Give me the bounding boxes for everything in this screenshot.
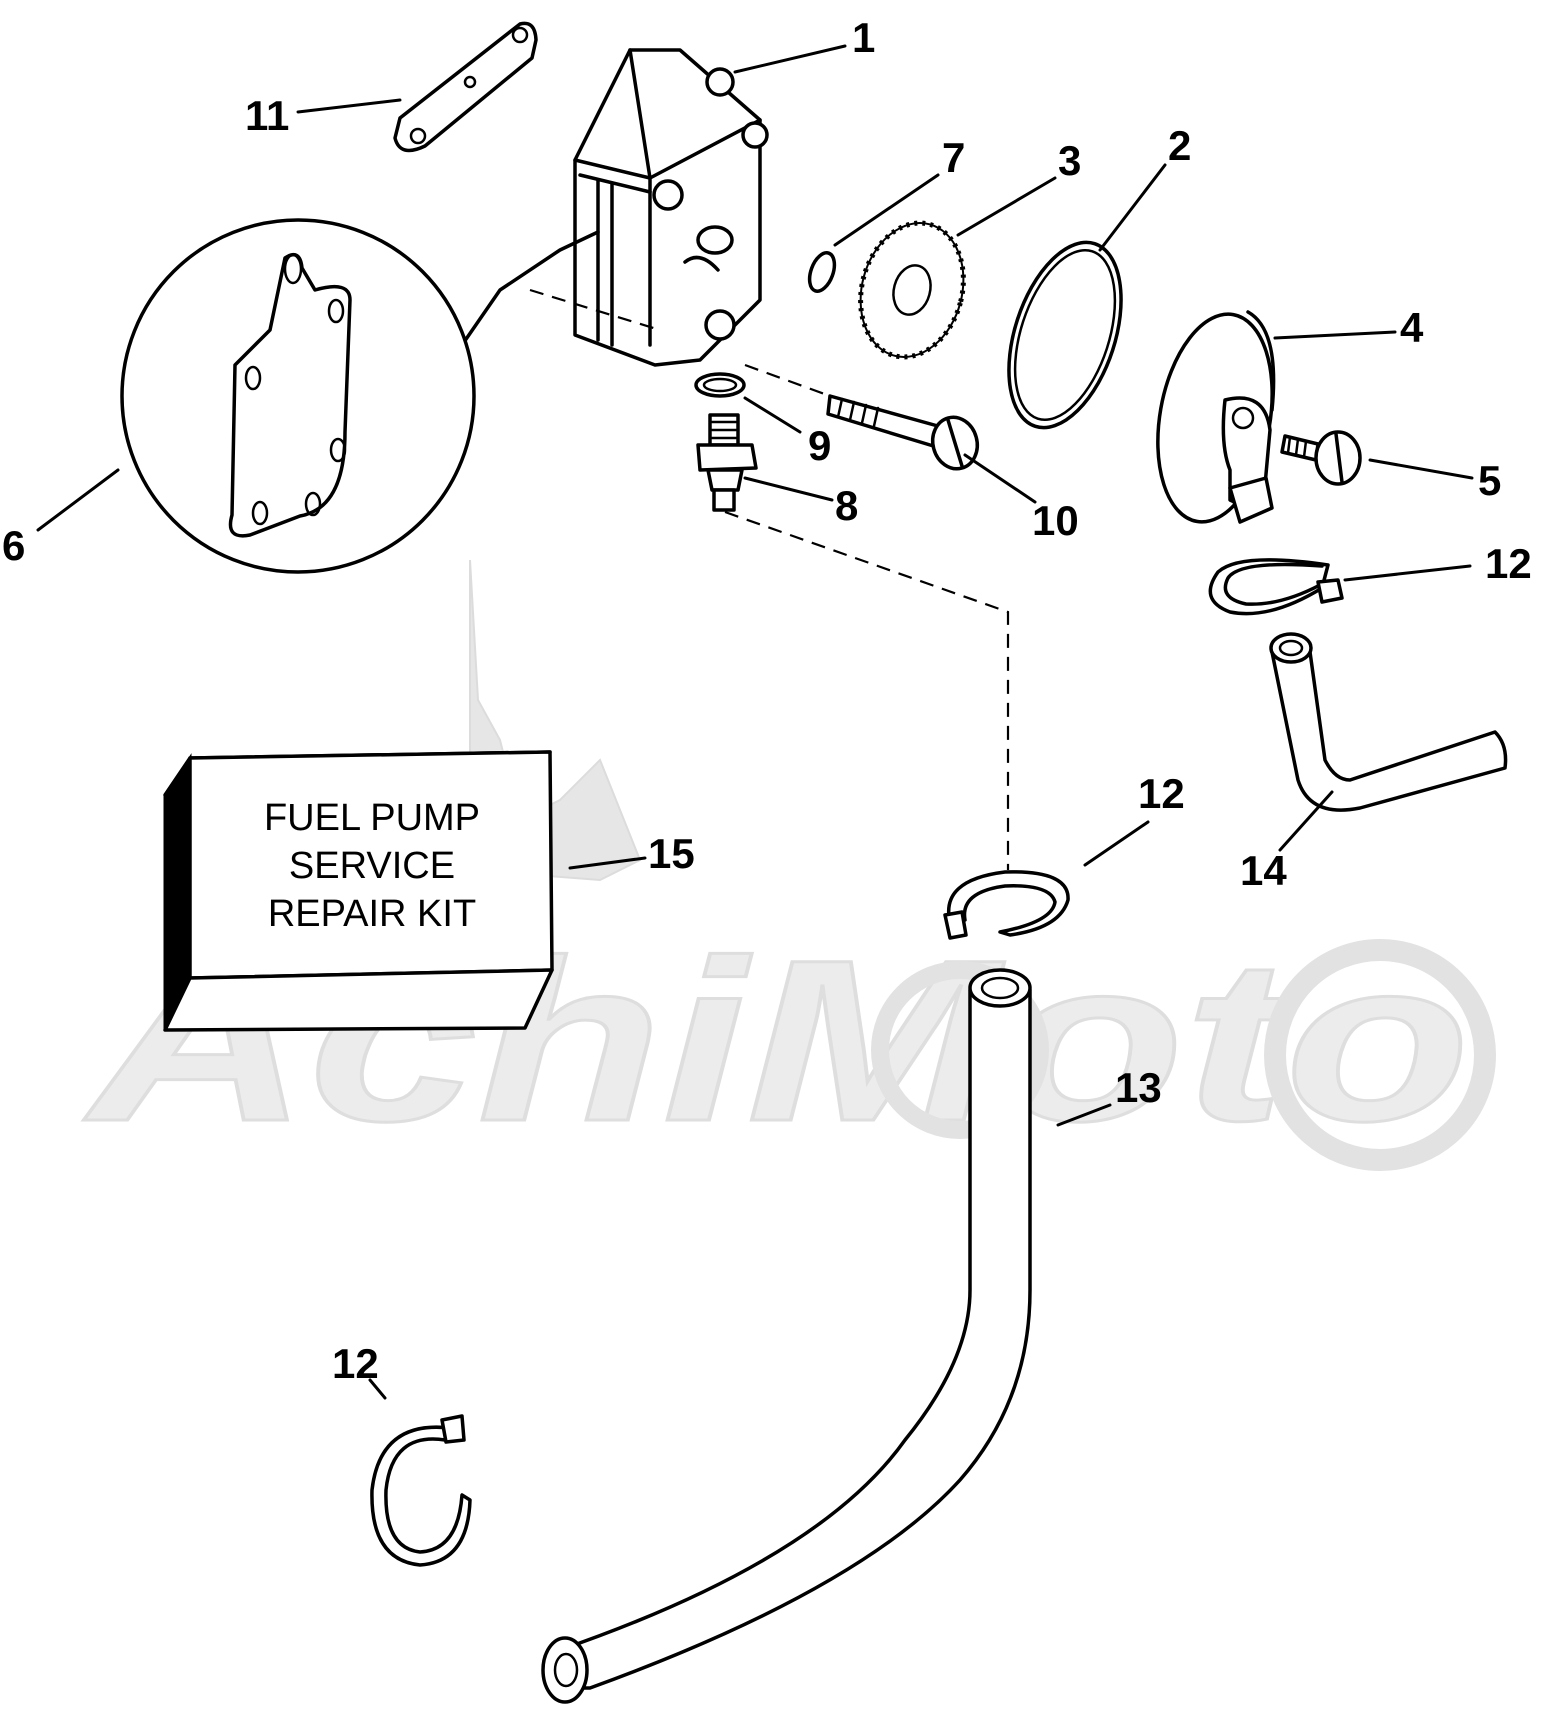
callout-6: 6 [2,522,25,569]
callout-1: 1 [852,14,875,61]
part-13-fuel-hose-long [541,968,1032,1704]
part-5-cover-screw [1280,430,1362,486]
part-8-fitting [696,413,758,512]
part-14-fuel-hose-short [1269,632,1508,812]
callout-2: 2 [1168,122,1191,169]
kit-label-line-1: FUEL PUMP [264,797,480,839]
leader-lines [36,44,1474,1400]
callout-10: 10 [1032,497,1079,544]
callout-14: 14 [1240,847,1287,894]
callout-numbers: 1 2 3 4 5 6 7 8 9 10 11 12 12 12 13 14 1… [2,14,1532,1387]
part-1-fuel-pump-body [460,48,769,367]
watermark-wheel [1264,939,1496,1171]
callout-9: 9 [808,422,831,469]
callout-12-upper: 12 [1485,540,1532,587]
part-15-repair-kit-box: FUEL PUMP SERVICE REPAIR KIT [163,750,554,1032]
watermark-text: AchiMoto [83,912,1470,1169]
callout-8: 8 [835,482,858,529]
callout-5: 5 [1478,457,1501,504]
assembly-line-screw [744,363,831,398]
part-12-clamp-upper [1208,558,1344,616]
part-4-pump-cover [1156,310,1276,524]
part-3-filter-screen [858,220,966,360]
callout-13: 13 [1115,1064,1162,1111]
part-11-gasket-plate [393,21,538,153]
part-12-clamp-middle [943,870,1070,940]
callout-12-middle: 12 [1138,770,1185,817]
part-6-gasket-detail [120,218,476,574]
assembly-line-pump-fitting [724,510,1010,870]
watermark: AchiMoto [82,559,1496,1171]
callout-4: 4 [1400,304,1424,351]
kit-label-line-2: SERVICE [289,845,455,887]
callout-15: 15 [648,830,695,877]
part-2-cover-gasket [1007,240,1123,430]
kit-label-line-3: REPAIR KIT [268,893,476,935]
watermark-wheel-2 [871,961,1049,1139]
part-9-o-ring [694,372,746,398]
callout-7: 7 [942,134,965,181]
part-7-o-ring [807,251,837,293]
callout-11: 11 [245,92,289,139]
callout-12-lower: 12 [332,1340,379,1387]
callout-3: 3 [1058,137,1081,184]
part-12-clamp-lower [370,1414,472,1567]
part-10-long-screw [826,394,980,471]
